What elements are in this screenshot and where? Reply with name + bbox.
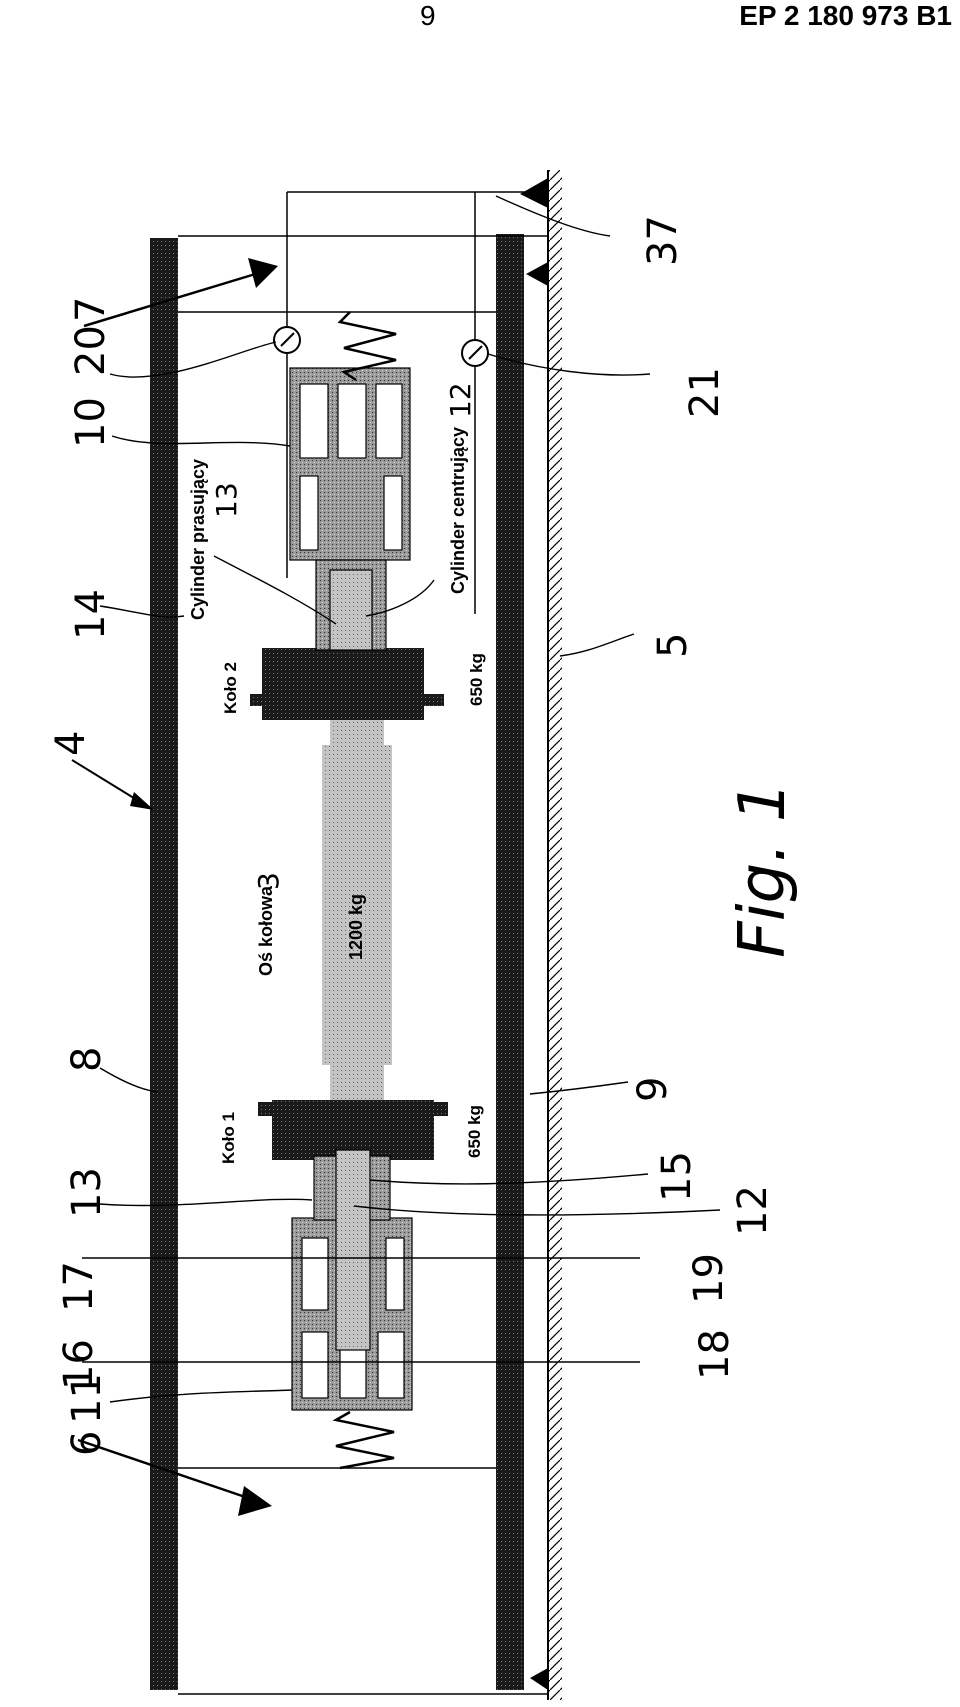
ref-3: 3 [252, 872, 285, 890]
sensor-20 [273, 326, 301, 354]
ref-21: 21 [682, 367, 728, 418]
wheel-2 [250, 648, 444, 720]
ref-7: 7 [68, 297, 114, 322]
ref-12-left: 12 [730, 1185, 776, 1236]
ref-19: 19 [686, 1253, 732, 1304]
support-37 [520, 178, 548, 208]
arrow-7 [83, 258, 278, 328]
ref-11: 11 [64, 1373, 110, 1424]
label-wheel-1: Koło 1 [219, 1112, 238, 1164]
page-number: 9 [420, 0, 436, 31]
spring-right [337, 311, 397, 382]
label-centering-cylinder: Cylinder centrujący [448, 427, 468, 594]
ref-13-left: 13 [64, 1167, 110, 1218]
ref-8: 8 [64, 1047, 110, 1072]
frame-outline [178, 191, 548, 1695]
ref-20: 20 [68, 325, 114, 376]
ref-9: 9 [630, 1077, 676, 1102]
ref-37: 37 [640, 215, 686, 266]
upper-rail [150, 238, 178, 1690]
ref-15: 15 [654, 1151, 700, 1202]
figure-caption: Fig. 1 [726, 781, 800, 958]
ground [547, 170, 562, 1700]
label-axle-mass: 1200 kg [346, 894, 366, 960]
label-wheel-1-mass: 650 kg [465, 1105, 484, 1158]
ref-17: 17 [56, 1261, 102, 1312]
document-id: EP 2 180 973 B1 [739, 0, 952, 31]
support-lower [530, 1668, 548, 1690]
ref-12-right: 12 [444, 382, 477, 418]
page-header: 9 EP 2 180 973 B1 [0, 0, 960, 40]
sensor-21 [461, 339, 489, 367]
leader-lines [99, 195, 721, 1403]
ref-4: 4 [48, 731, 94, 756]
arrow-6 [77, 1438, 272, 1516]
ref-5: 5 [650, 633, 696, 658]
support-upper [526, 262, 548, 286]
ref-13-right: 13 [210, 482, 243, 518]
label-wheel-2: Koło 2 [221, 662, 240, 714]
spring-left [332, 1410, 395, 1470]
label-press-cylinder: Cylinder prasujący [188, 459, 208, 620]
ref-10: 10 [68, 397, 114, 448]
label-axle: Oś kołowa [256, 885, 276, 976]
ref-6: 6 [64, 1431, 110, 1456]
cylinder-10 [289, 367, 411, 651]
cylinder-11 [291, 1149, 413, 1411]
ref-18: 18 [692, 1329, 738, 1380]
label-wheel-2-mass: 650 kg [467, 653, 486, 706]
arrow-4 [71, 759, 154, 810]
lower-rail [496, 234, 524, 1690]
ref-14: 14 [68, 589, 114, 640]
ref-16: 16 [56, 1339, 102, 1390]
